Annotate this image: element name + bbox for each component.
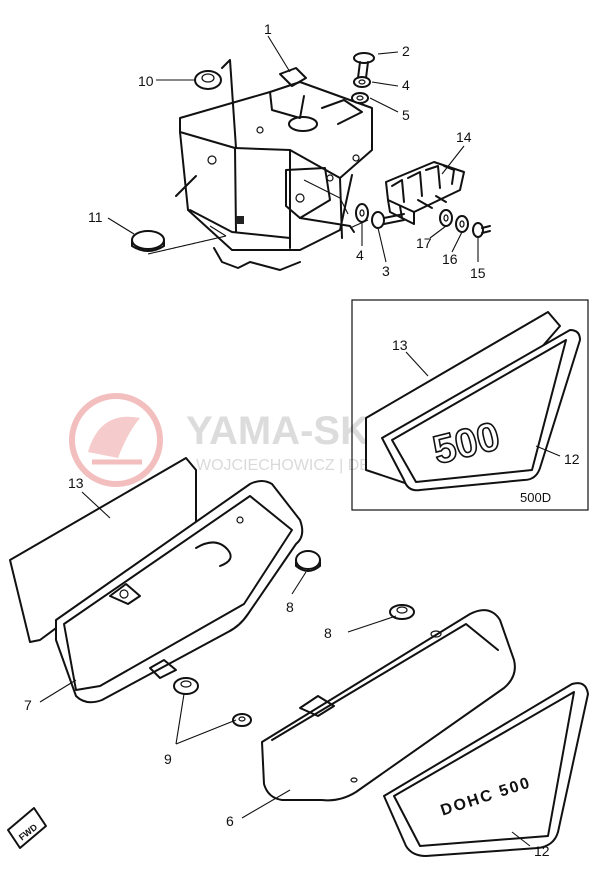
damper-11 [131, 230, 165, 252]
bolt-3 [371, 211, 405, 229]
callout-4-lower: 4 [356, 247, 364, 263]
callout-6: 6 [226, 813, 234, 829]
callout-13: 13 [68, 475, 84, 491]
battery-box [175, 59, 373, 271]
top-leaders [107, 35, 479, 263]
callout-9: 9 [164, 751, 172, 767]
callout-12-inset: 12 [564, 451, 580, 467]
grommet-9-a [173, 677, 199, 695]
watermark-logo-icon [69, 393, 163, 487]
washer-4-top [353, 76, 371, 88]
fwd-arrow-icon: FWD [7, 807, 47, 849]
washer-5 [351, 92, 369, 104]
grommet-10 [194, 70, 222, 90]
lower-leaders [39, 491, 531, 847]
callout-2: 2 [402, 43, 410, 59]
callout-labels: 1 2 4 5 10 11 14 4 3 17 16 15 13 12 13 8… [24, 21, 580, 859]
callout-15: 15 [470, 265, 486, 281]
callout-8-left: 8 [286, 599, 294, 615]
inset-500d: 500 500D [351, 299, 589, 511]
callout-13-inset: 13 [392, 337, 408, 353]
emblem-dohc-500: DOHC 500 [383, 682, 589, 857]
washer-17 [439, 209, 453, 227]
right-side-cover [261, 609, 516, 802]
callout-16: 16 [442, 251, 458, 267]
callout-11: 11 [88, 209, 103, 225]
callout-7: 7 [24, 697, 32, 713]
callout-12: 12 [534, 843, 550, 859]
callout-14: 14 [456, 129, 472, 145]
fuse-holder-14 [385, 161, 465, 225]
left-side-cover [9, 457, 304, 704]
callout-10: 10 [138, 73, 154, 89]
callout-17: 17 [416, 235, 432, 251]
inset-model-label: 500D [520, 490, 551, 505]
washer-16 [455, 215, 469, 233]
callout-5: 5 [402, 107, 410, 123]
grommet-8-right [389, 604, 415, 620]
callout-8-right: 8 [324, 625, 332, 641]
grommet-9-b [232, 713, 252, 727]
screw-15 [472, 222, 491, 238]
grommet-8-left [295, 550, 321, 572]
callout-3: 3 [382, 263, 390, 279]
bolt-2 [353, 52, 375, 79]
callout-1: 1 [264, 21, 272, 37]
washer-4-lower [355, 203, 369, 223]
callout-4-top: 4 [402, 77, 410, 93]
assembly-lines [147, 219, 369, 255]
